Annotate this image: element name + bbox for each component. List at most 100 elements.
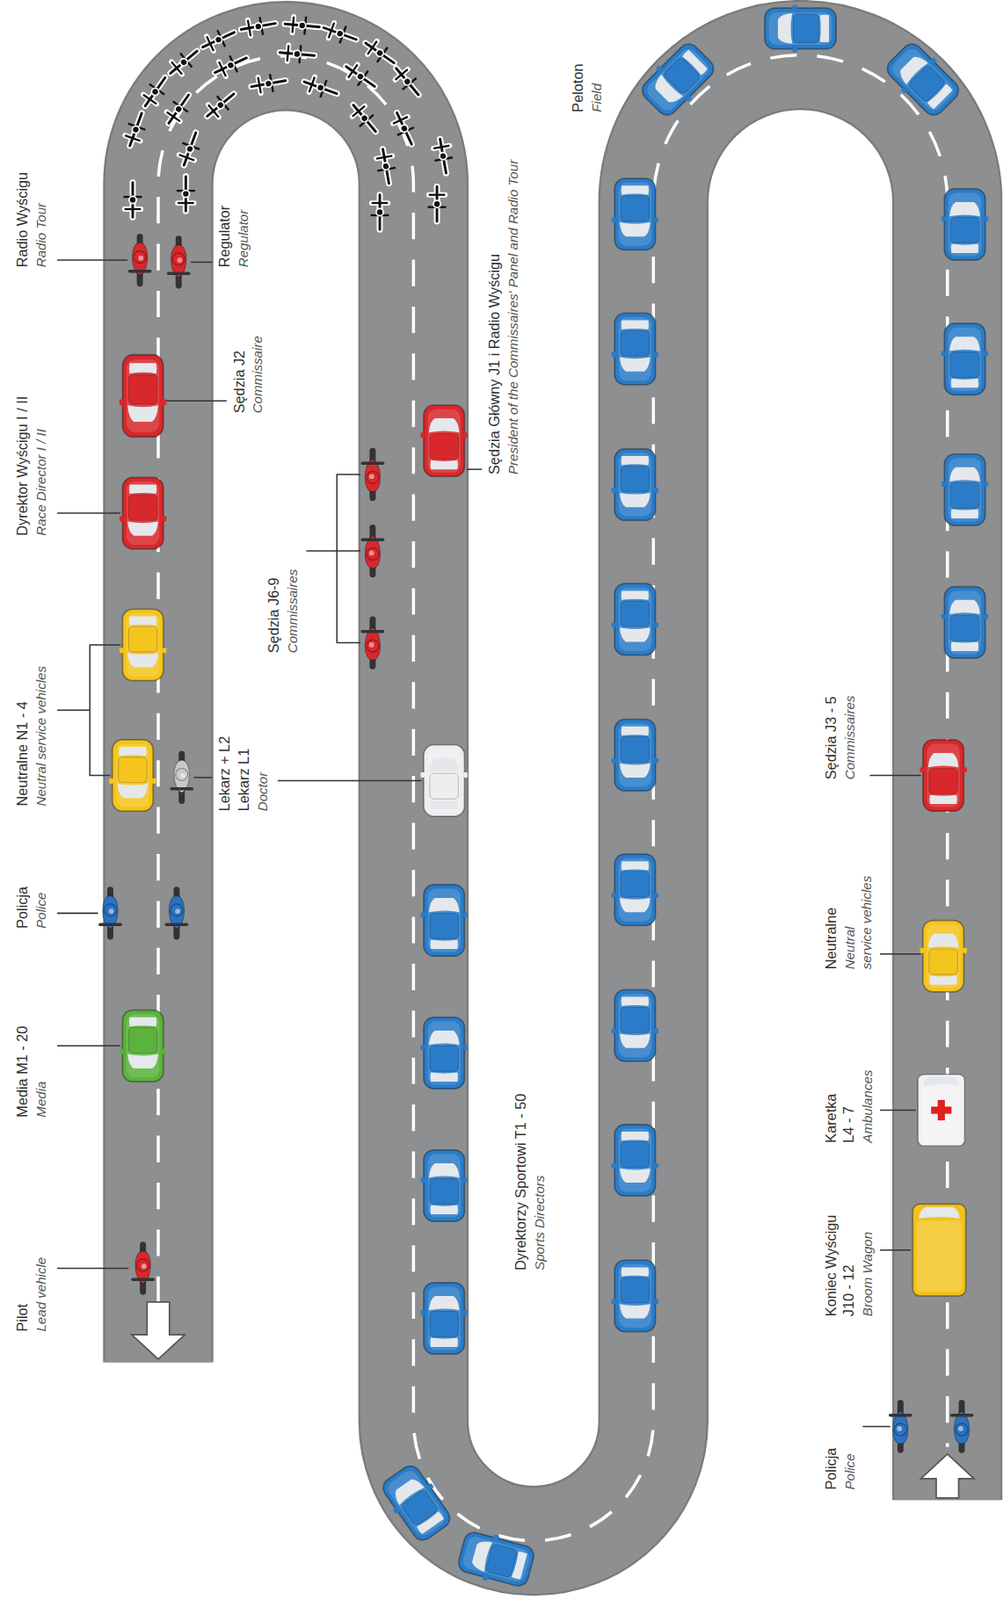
- polish-caption: Lekarz L1: [235, 748, 254, 812]
- rider: [370, 195, 390, 230]
- team-car: [420, 1283, 467, 1355]
- team-car: [611, 1260, 659, 1332]
- rider: [278, 43, 315, 65]
- rider: [164, 43, 204, 80]
- english-caption: Commissaire: [250, 335, 268, 414]
- lane-dashes: [158, 55, 948, 1542]
- team-car: [611, 178, 659, 250]
- polish-caption: Peloton: [569, 64, 588, 113]
- team-car: [611, 989, 659, 1062]
- leader-line: [879, 953, 921, 956]
- rider: [428, 186, 447, 221]
- english-caption: Commissaires: [842, 696, 859, 781]
- polish-caption: Sędzia J6-9: [265, 577, 284, 654]
- leader-line: [57, 1046, 121, 1048]
- media-car: [119, 1010, 167, 1083]
- peloton: [121, 14, 456, 230]
- leader-line: [165, 400, 227, 403]
- polish-caption: Neutralne N1 - 4: [14, 701, 32, 807]
- rider: [341, 58, 380, 95]
- road: [158, 55, 948, 1542]
- rider: [201, 87, 240, 124]
- english-caption: Regulator: [235, 210, 253, 268]
- rider: [121, 109, 151, 149]
- red-cross: [930, 1106, 952, 1114]
- neutral-car: [119, 609, 167, 681]
- leader-line: [879, 1110, 916, 1113]
- leader-line: [870, 775, 922, 778]
- english-caption: Radio Tour: [33, 203, 51, 268]
- team-car: [420, 1017, 467, 1090]
- leader-line: [194, 777, 213, 779]
- team-car: [611, 1125, 659, 1197]
- direction-arrow: [131, 1302, 185, 1360]
- team-car: [611, 312, 659, 385]
- direction-arrow: [921, 1454, 974, 1499]
- doctor-car: [420, 745, 467, 817]
- team-car: [636, 37, 720, 122]
- rider: [360, 35, 400, 71]
- doctor-motorbike: [171, 751, 192, 805]
- team-car: [611, 449, 659, 521]
- broom-wagon: [912, 1204, 966, 1297]
- polish-caption: Neutralne: [822, 908, 841, 971]
- commissaire-car: [119, 355, 167, 437]
- rider: [198, 23, 239, 56]
- rider: [123, 182, 143, 218]
- rider: [138, 72, 174, 111]
- caption-line: L4 - 7: [840, 1094, 858, 1144]
- leader-line: [190, 261, 212, 264]
- ambulance-body: [917, 1075, 965, 1148]
- rider: [174, 129, 204, 168]
- rider: [373, 147, 398, 186]
- pilot-motorbike: [132, 1242, 153, 1295]
- english-caption: Police: [33, 893, 51, 930]
- polish-caption: Sędzia J3 - 5: [822, 696, 841, 780]
- rider: [239, 14, 278, 38]
- english-caption: Broom Wagon: [859, 1232, 877, 1317]
- english-caption: Sports Directors: [531, 1176, 549, 1272]
- english-caption: Field: [588, 83, 606, 113]
- radio-tour-motorbike: [129, 233, 150, 287]
- polish-caption: Radio Wyścigu: [14, 172, 32, 268]
- team-car: [611, 719, 659, 792]
- team-car: [941, 454, 989, 526]
- polish-caption: Pilot: [14, 1304, 32, 1333]
- english-caption: Neutral service vehicles: [33, 666, 51, 807]
- commissaire-motorbike: [362, 616, 383, 669]
- caption-line: Karetka: [822, 1094, 841, 1144]
- rider: [283, 14, 320, 37]
- polish-caption: Sędzia Główny J1 i Radio Wyścigu: [486, 254, 504, 475]
- commissaire-motorbike: [362, 448, 383, 502]
- police-motorbike: [890, 1400, 911, 1454]
- team-car: [377, 1460, 457, 1547]
- rider: [301, 72, 341, 102]
- english-caption: Doctor: [254, 772, 272, 812]
- team-car: [420, 885, 467, 957]
- ambulance: [917, 1075, 965, 1148]
- team-car: [941, 323, 989, 395]
- chief-commissaire-car: [420, 405, 467, 477]
- polish-caption: Policja: [14, 886, 32, 930]
- polish-caption: Dyrektor Wyścigu I / II: [14, 396, 32, 537]
- police-motorbike: [100, 886, 121, 940]
- leader-line: [862, 1426, 890, 1429]
- race-director-car: [119, 477, 167, 549]
- rider: [176, 176, 196, 211]
- leader-line: [879, 1250, 911, 1252]
- rider: [389, 62, 426, 102]
- team-car: [941, 587, 989, 659]
- team-car: [764, 5, 836, 52]
- commissaire-motorbike: [362, 524, 383, 578]
- bracket: [336, 474, 361, 644]
- rider: [249, 71, 288, 95]
- english-caption: Police: [842, 1453, 859, 1490]
- english-caption: Lead vehicle: [33, 1257, 51, 1333]
- team-car: [880, 37, 965, 122]
- leader-line: [305, 550, 361, 553]
- road-edge: [158, 55, 948, 1542]
- team-car: [941, 188, 989, 261]
- polish-caption: Regulator: [216, 205, 234, 269]
